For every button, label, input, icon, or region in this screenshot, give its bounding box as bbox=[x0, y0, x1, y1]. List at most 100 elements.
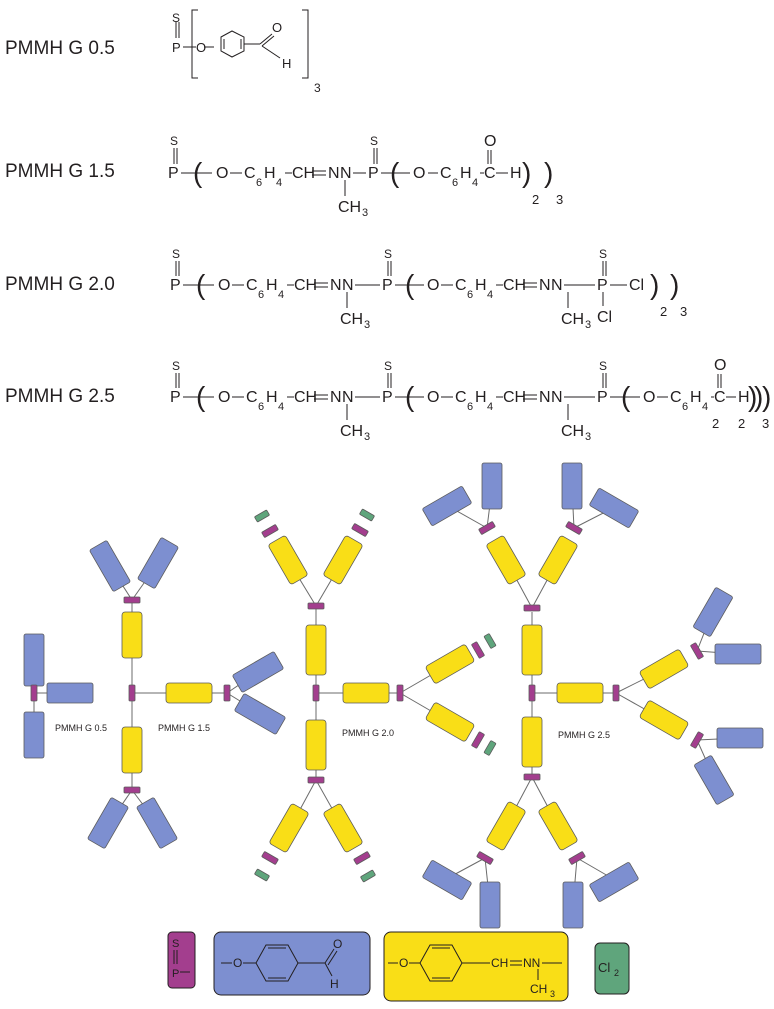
subscript: 6 bbox=[467, 401, 473, 413]
cl2-unit bbox=[359, 508, 375, 522]
atom-s: S bbox=[384, 359, 392, 373]
legend-hydrazone: O CH NN CH 3 bbox=[383, 931, 569, 1002]
benzaldehyde-unit bbox=[137, 537, 179, 589]
dendrimer-units bbox=[23, 462, 764, 929]
cl2-unit bbox=[254, 868, 270, 882]
atom-s: S bbox=[599, 359, 607, 373]
atom-c: C bbox=[244, 165, 256, 182]
atom-s: S bbox=[599, 247, 607, 261]
atom-o: O bbox=[413, 165, 425, 182]
atom-n: N bbox=[342, 277, 354, 294]
atom-o: O bbox=[272, 20, 282, 35]
atom-c: C bbox=[714, 389, 726, 406]
benzaldehyde-unit bbox=[589, 488, 639, 528]
atom-n: N bbox=[328, 165, 340, 182]
subscript: 4 bbox=[276, 177, 282, 189]
atom-h: H bbox=[475, 389, 487, 406]
atom-h: H bbox=[738, 389, 750, 406]
benzaldehyde-unit bbox=[422, 860, 472, 900]
benzaldehyde-unit bbox=[23, 711, 45, 759]
atom-o: O bbox=[484, 133, 496, 150]
ps-unit bbox=[223, 684, 231, 702]
ps-unit bbox=[261, 851, 279, 865]
benzaldehyde-unit bbox=[87, 797, 129, 849]
atom-ch3: CH bbox=[561, 311, 584, 328]
atom-o: O bbox=[218, 389, 230, 406]
legend-yellow-ch: CH bbox=[491, 956, 508, 970]
atom-o: O bbox=[427, 389, 439, 406]
dendrimer-label-g25: PMMH G 2.5 bbox=[558, 730, 610, 740]
hydrazone-unit bbox=[521, 624, 543, 676]
ps-unit bbox=[612, 684, 620, 702]
atom-ch: CH bbox=[294, 389, 317, 406]
benzaldehyde-unit bbox=[714, 643, 762, 665]
ps-unit bbox=[565, 521, 583, 535]
atom-n: N bbox=[342, 389, 354, 406]
ps-unit bbox=[523, 604, 541, 612]
atom-n: N bbox=[539, 389, 551, 406]
subscript: 3 bbox=[680, 304, 687, 319]
atom-ch3: CH bbox=[340, 423, 363, 440]
atom-s: S bbox=[370, 134, 378, 148]
chemical-formulas: PMMH G 0.5 S P O O H 3 PMMH G 1.5 S P ( … bbox=[5, 9, 771, 443]
atom-h: H bbox=[475, 277, 487, 294]
legend-green-sub: 2 bbox=[614, 968, 619, 978]
legend-benzaldehyde: O O H bbox=[213, 931, 371, 996]
benzaldehyde-unit bbox=[716, 727, 764, 749]
atom-h: H bbox=[690, 389, 702, 406]
atom-o: O bbox=[196, 40, 206, 55]
cl2-unit bbox=[254, 509, 270, 523]
subscript: 4 bbox=[702, 401, 708, 413]
dendrimer-diagram: PMMH G 0.5 PMMH G 1.5 PMMH G 2.0 PMMH G … bbox=[23, 462, 764, 929]
atom-p: P bbox=[597, 277, 608, 294]
atom-h: H bbox=[266, 389, 278, 406]
hydrazone-unit bbox=[425, 644, 475, 684]
ps-unit bbox=[307, 776, 325, 784]
benzaldehyde-unit bbox=[694, 755, 734, 805]
ps-unit bbox=[478, 521, 496, 535]
atom-s: S bbox=[172, 247, 180, 261]
hydrazone-unit bbox=[323, 535, 363, 585]
formula-label-g25: PMMH G 2.5 bbox=[5, 386, 115, 407]
atom-p: P bbox=[168, 165, 179, 182]
atom-ch: CH bbox=[292, 165, 315, 182]
benzaldehyde-unit bbox=[481, 462, 503, 510]
subscript: 4 bbox=[487, 289, 493, 301]
atom-ch3: CH bbox=[338, 199, 361, 216]
paren: ) bbox=[522, 157, 531, 188]
atom-o: O bbox=[427, 277, 439, 294]
atom-s: S bbox=[172, 359, 180, 373]
dendrimer-label-g15: PMMH G 1.5 bbox=[158, 723, 210, 733]
atom-ch: CH bbox=[294, 277, 317, 294]
ps-unit bbox=[261, 524, 279, 538]
ps-unit bbox=[30, 684, 38, 702]
ps-unit bbox=[523, 773, 541, 781]
hydrazone-unit bbox=[486, 535, 526, 585]
atom-c: C bbox=[455, 389, 467, 406]
atom-n: N bbox=[551, 389, 563, 406]
legend: S P O O H O CH NN CH 3 bbox=[167, 931, 630, 1002]
atom-h: H bbox=[510, 165, 522, 182]
formula-g20: S P ( O C 6 H 4 CH N N CH 3 S P ( O C 6 … bbox=[170, 247, 687, 331]
hydrazone-unit bbox=[486, 801, 526, 851]
ps-unit bbox=[690, 731, 704, 749]
atom-cl: Cl bbox=[597, 309, 612, 326]
subscript: 2 bbox=[712, 416, 719, 431]
atom-n: N bbox=[340, 165, 352, 182]
subscript: 3 bbox=[364, 431, 370, 443]
subscript: 2 bbox=[532, 192, 539, 207]
benzaldehyde-unit bbox=[561, 462, 583, 510]
atom-p: P bbox=[170, 277, 181, 294]
subscript: 6 bbox=[256, 177, 262, 189]
benzaldehyde-unit bbox=[479, 881, 501, 929]
ps-unit bbox=[307, 602, 325, 610]
benzaldehyde-unit bbox=[232, 651, 284, 693]
ps-unit bbox=[396, 684, 404, 702]
atom-n: N bbox=[330, 277, 342, 294]
subscript: 3 bbox=[585, 431, 591, 443]
legend-blue-o: O bbox=[233, 956, 242, 970]
subscript: 6 bbox=[258, 289, 264, 301]
hydrazone-unit bbox=[269, 803, 309, 853]
ps-unit bbox=[568, 851, 586, 865]
paren: ) bbox=[754, 381, 763, 412]
